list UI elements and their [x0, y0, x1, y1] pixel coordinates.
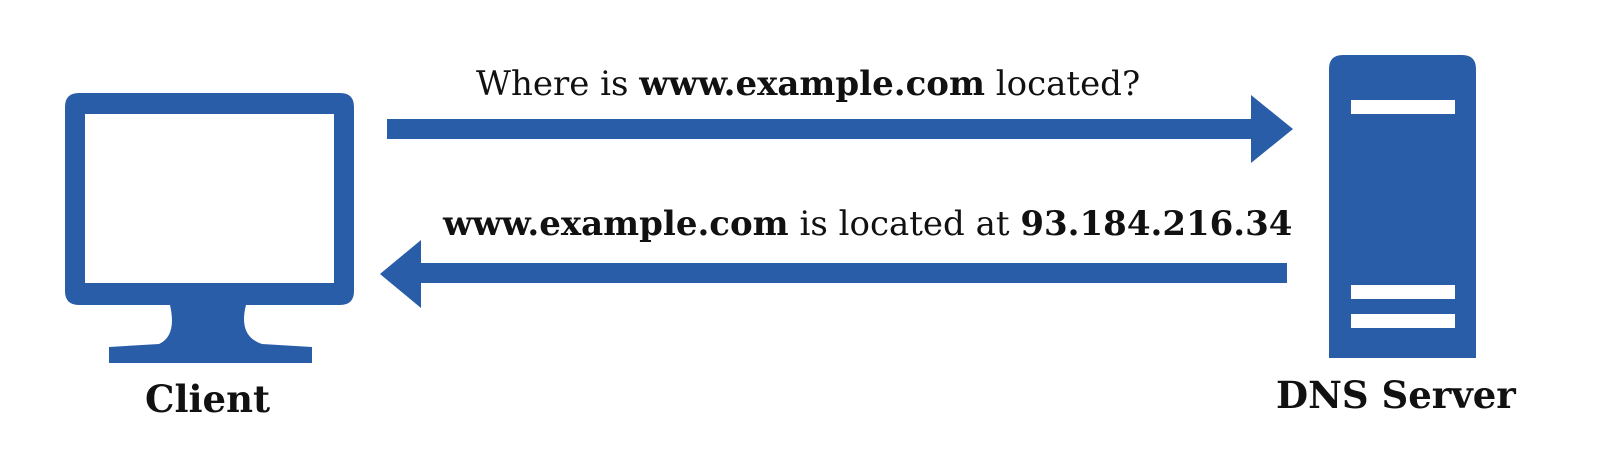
- request-domain: www.example.com: [639, 64, 985, 104]
- monitor-stand: [109, 305, 312, 363]
- desktop-monitor-icon: [65, 93, 354, 363]
- response-middle: is located at: [788, 204, 1021, 244]
- request-prefix: Where is: [476, 64, 640, 104]
- response-arrow: [380, 240, 1287, 308]
- response-arrow-shaft: [418, 263, 1287, 283]
- request-suffix: located?: [984, 64, 1141, 104]
- request-arrow: [387, 95, 1293, 163]
- response-message: www.example.com is located at 93.184.216…: [443, 207, 1292, 241]
- server-tower-icon: [1329, 55, 1476, 358]
- request-message: Where is www.example.com located?: [476, 67, 1140, 101]
- client-label: Client: [145, 377, 271, 421]
- server-label: DNS Server: [1276, 373, 1516, 417]
- server-body: [1329, 55, 1476, 358]
- monitor-frame: [65, 93, 354, 305]
- server-slot-bottom: [1351, 314, 1455, 328]
- server-slot-top: [1351, 100, 1455, 114]
- server-slot-middle: [1351, 285, 1455, 299]
- response-domain: www.example.com: [443, 204, 789, 244]
- response-arrowhead: [380, 240, 421, 308]
- request-arrowhead: [1251, 95, 1293, 163]
- request-arrow-shaft: [387, 119, 1257, 139]
- response-ip: 93.184.216.34: [1020, 204, 1293, 244]
